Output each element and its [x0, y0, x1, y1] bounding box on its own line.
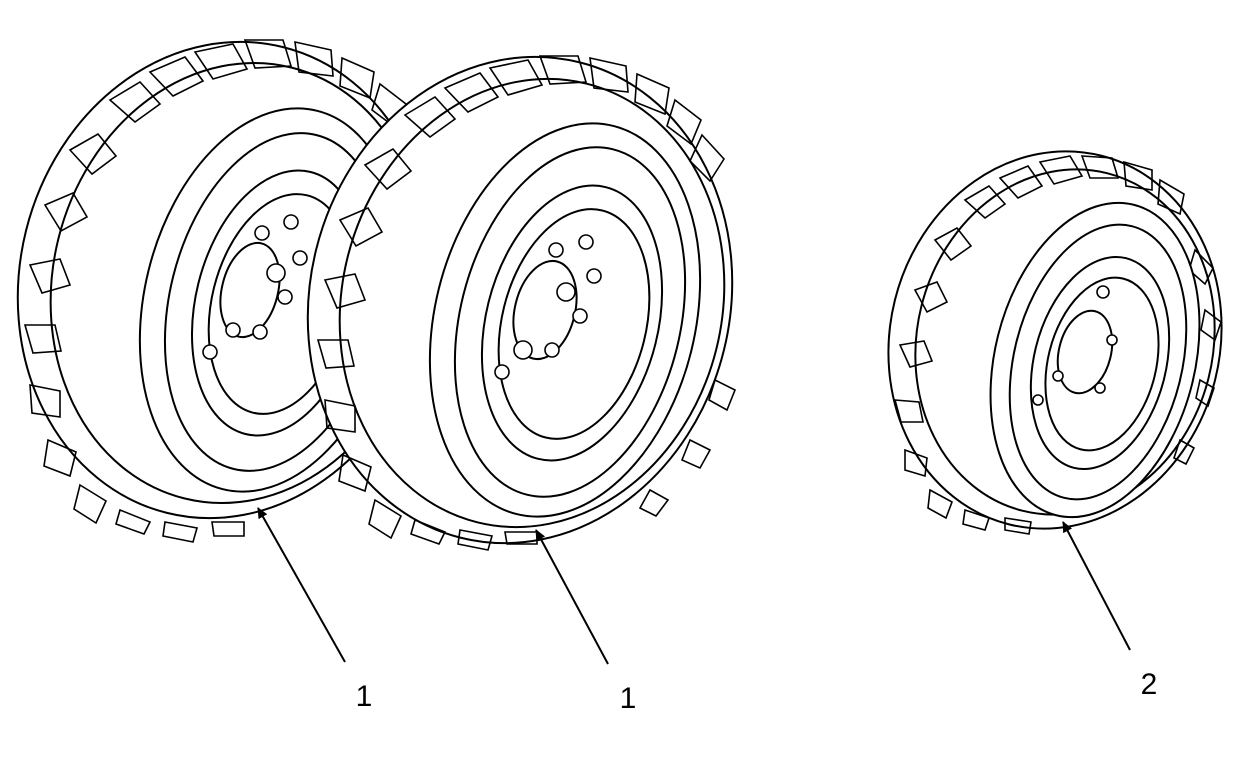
- callout-label-1b: 1: [619, 682, 637, 715]
- leader-line-1a: [257, 507, 346, 663]
- callout-label-1a: 1: [355, 680, 373, 713]
- wheel-2: [887, 150, 1223, 535]
- wheel-1-right: [306, 55, 737, 551]
- leader-line-1b: [535, 529, 609, 665]
- callout-leaders: [257, 507, 1131, 665]
- leader-line-2: [1062, 521, 1131, 651]
- callout-label-2: 2: [1140, 668, 1158, 701]
